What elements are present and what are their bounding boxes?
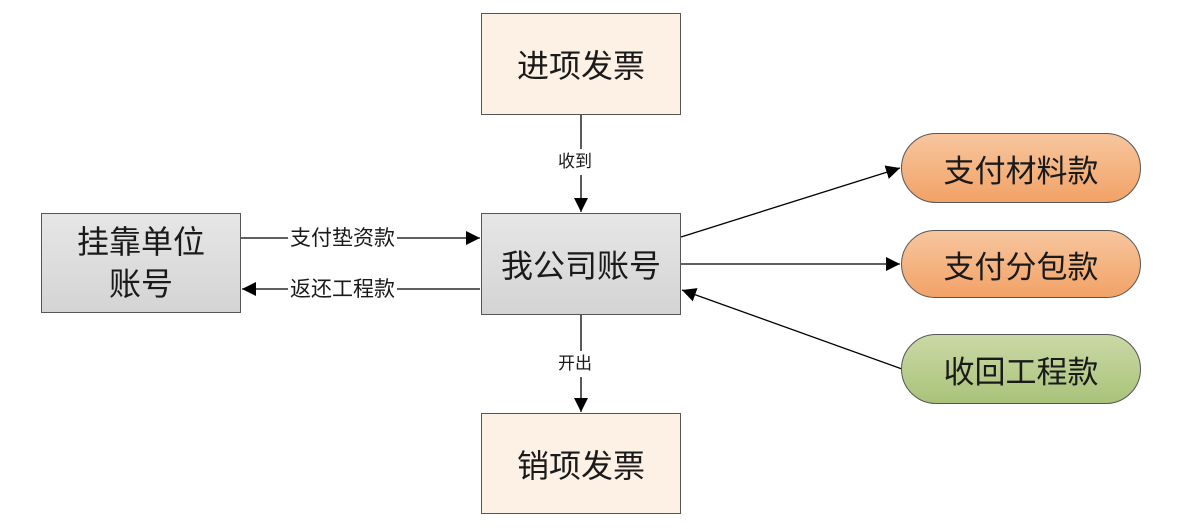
affiliated-unit-node: 挂靠单位 账号 [41,213,241,313]
pay-material-node: 支付材料款 [901,133,1141,203]
company-account-node: 我公司账号 [481,213,681,315]
input-invoice-label: 进项发票 [516,47,645,85]
affiliated-unit-label-line1: 挂靠单位 [76,223,205,261]
pay-subcontract-node: 支付分包款 [901,230,1141,298]
edge-to-pay-material [680,165,901,238]
edge-from-collect [681,288,903,370]
output-invoice-label: 销项发票 [516,446,645,485]
pay-subcontract-label: 支付分包款 [943,249,1099,286]
edge-label-receive: 收到 [556,149,594,175]
pay-material-label: 支付材料款 [943,153,1099,190]
input-invoice-node: 进项发票 [481,13,681,115]
edge-label-return-project: 返还工程款 [288,276,397,302]
edge-label-pay-advance: 支付垫资款 [288,225,397,251]
edge-label-issue: 开出 [556,351,594,377]
collect-project-label: 收回工程款 [943,354,1099,391]
affiliated-unit-label-line2: 账号 [108,265,173,303]
company-account-label: 我公司账号 [500,247,661,285]
output-invoice-node: 销项发票 [481,413,681,514]
collect-project-node: 收回工程款 [901,334,1141,404]
